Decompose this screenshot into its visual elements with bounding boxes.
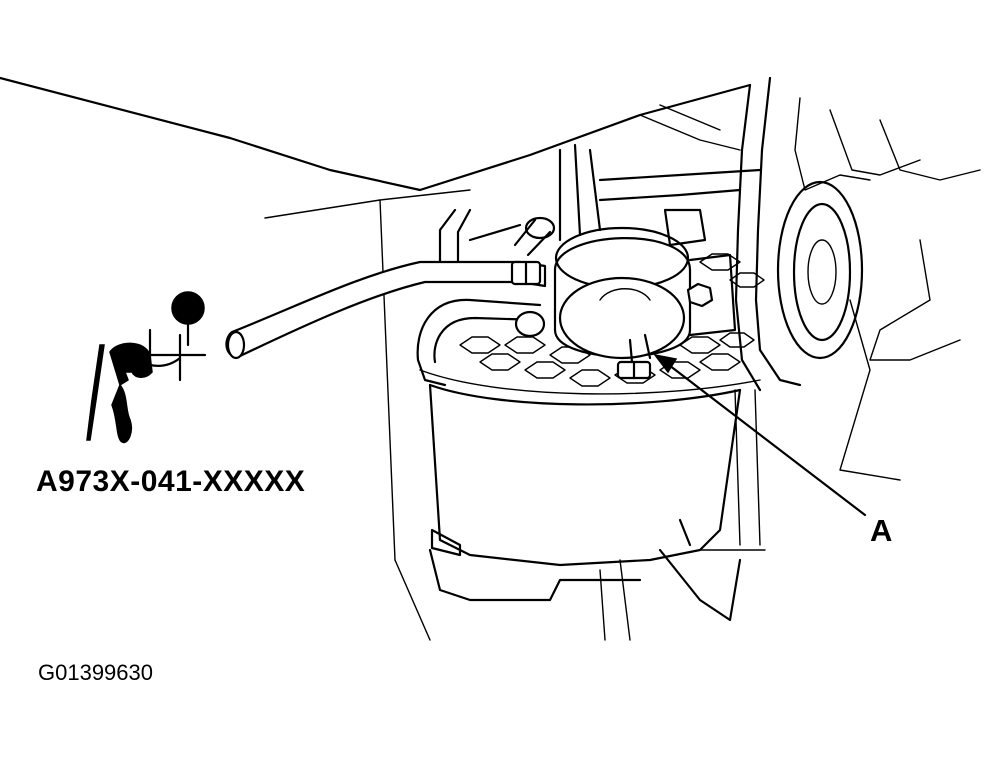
vacuum-pump-gauge-icon bbox=[86, 291, 207, 444]
callout-arrowhead bbox=[653, 353, 678, 374]
callout-label-a: A bbox=[870, 513, 893, 548]
frame-rail bbox=[734, 83, 762, 392]
pulley-outer bbox=[776, 180, 864, 360]
figure-id-label: G01399630 bbox=[38, 660, 153, 685]
canister-body bbox=[428, 383, 742, 567]
tube-stub bbox=[524, 216, 556, 240]
hood-edge-line bbox=[0, 76, 752, 192]
tool-part-number-label: A973X-041-XXXXX bbox=[36, 465, 306, 498]
lower-tube-end bbox=[514, 310, 546, 338]
honeycomb-mesh bbox=[459, 253, 765, 387]
callout-leader-a bbox=[663, 360, 867, 517]
